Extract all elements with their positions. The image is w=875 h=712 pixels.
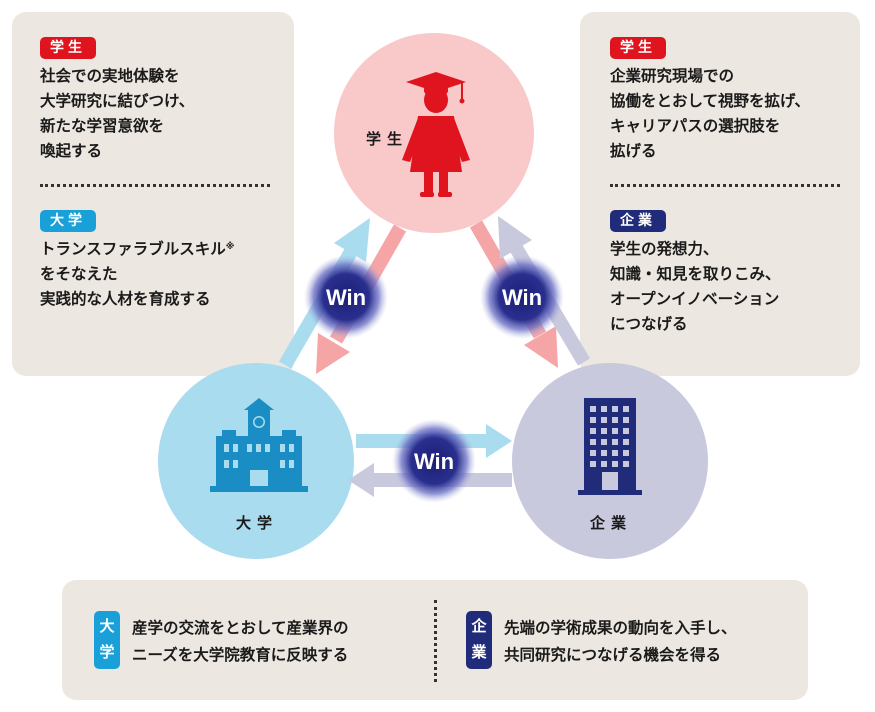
university-circle-label: 大学 <box>236 514 278 532</box>
win-label-left: Win <box>326 285 366 310</box>
office-window <box>601 406 607 412</box>
office-window <box>601 428 607 434</box>
university-benefit-line1: トランスファラブルスキル※ <box>40 240 235 258</box>
office-window <box>601 439 607 445</box>
win-label-right: Win <box>502 285 542 310</box>
office-window <box>601 450 607 456</box>
university-tag-left: 大学 <box>40 210 96 232</box>
university-vertical-tag: 大学 <box>94 611 120 669</box>
divider-left <box>40 184 270 187</box>
divider-right <box>610 184 840 187</box>
company-circle-label: 企業 <box>589 514 632 532</box>
office-window <box>612 439 618 445</box>
office-window <box>612 461 618 467</box>
office-window <box>623 428 629 434</box>
office-window <box>612 428 618 434</box>
office-window <box>623 450 629 456</box>
office-window <box>590 439 596 445</box>
win-label-bottom: Win <box>414 449 454 474</box>
office-window <box>601 417 607 423</box>
office-window <box>623 461 629 467</box>
win-badge-right: Win <box>480 255 564 339</box>
office-window <box>612 406 618 412</box>
office-building-icon <box>578 398 642 495</box>
university-benefit-text-rest: をそなえた 実践的な人材を育成する <box>40 265 211 308</box>
student-tag-left: 学生 <box>40 37 96 59</box>
office-window <box>590 417 596 423</box>
win-badge-left: Win <box>304 255 388 339</box>
student-tag-right: 学生 <box>610 37 666 59</box>
office-window <box>590 450 596 456</box>
student-benefit-text-right: 企業研究現場での 協働をとおして視野を拡げ、 キャリアパスの選択肢を 拡げる <box>610 67 810 160</box>
office-window <box>623 417 629 423</box>
student-company-benefits-panel <box>580 12 860 376</box>
university-building-icon <box>210 398 308 492</box>
office-window <box>612 417 618 423</box>
win-badge-bottom: Win <box>392 419 476 503</box>
student-benefit-text-left: 社会での実地体験を 大学研究に結びつけ、 新たな学習意欲を 喚起する <box>40 67 195 160</box>
student-university-benefits-panel <box>12 12 294 376</box>
company-tag-right: 企業 <box>610 210 666 232</box>
company-benefit-bottom-text: 先端の学術成果の動向を入手し、 共同研究につなげる機会を得る <box>504 619 737 664</box>
office-window <box>623 439 629 445</box>
university-benefit-bottom-text: 産学の交流をとおして産業界の ニーズを大学院教育に反映する <box>132 619 349 664</box>
office-window <box>612 450 618 456</box>
company-vertical-tag: 企業 <box>466 611 492 669</box>
office-window <box>601 461 607 467</box>
office-window <box>623 406 629 412</box>
office-window <box>590 428 596 434</box>
office-window <box>590 406 596 412</box>
graduate-icon <box>402 72 470 197</box>
office-window <box>590 461 596 467</box>
company-benefit-text-right: 学生の発想力、 知識・知見を取りこみ、 オープンイノベーション につなげる <box>610 240 781 333</box>
note-mark: ※ <box>225 242 235 252</box>
divider-bottom <box>434 600 437 682</box>
student-circle-label: 学生 <box>366 130 408 148</box>
